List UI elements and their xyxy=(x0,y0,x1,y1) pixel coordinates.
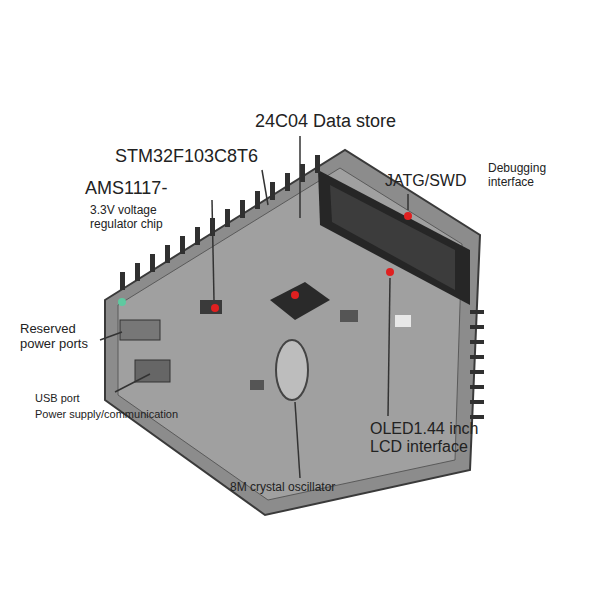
component xyxy=(395,315,411,327)
leader-line xyxy=(295,402,300,478)
callout-label: JATG/SWD xyxy=(385,172,495,190)
leader-line xyxy=(299,136,301,218)
jtag-pins xyxy=(330,185,455,290)
leader-line xyxy=(388,278,390,416)
component xyxy=(340,310,358,322)
leader-line xyxy=(100,332,122,340)
callout-label: STM32F103C8T6 xyxy=(115,146,305,167)
jtag-connector xyxy=(318,170,470,305)
regulator xyxy=(200,300,222,314)
pcb xyxy=(105,150,480,515)
leader-line xyxy=(262,170,268,205)
callout-label: 3.3V voltage regulator chip xyxy=(90,204,190,232)
power-ports xyxy=(120,320,160,340)
marker-dot xyxy=(211,304,219,312)
marker-dot xyxy=(386,268,394,276)
callout-label: Power supply/communication xyxy=(35,408,215,421)
leader-line xyxy=(407,194,409,210)
callout-label: Debugging interface xyxy=(488,162,583,190)
board xyxy=(105,150,484,515)
marker-dot xyxy=(291,291,299,299)
leader-line xyxy=(115,374,150,392)
callout-label: AMS1117- xyxy=(85,178,225,199)
callout-label: USB port xyxy=(35,392,125,405)
marker-dot xyxy=(404,212,412,220)
component xyxy=(250,380,264,390)
callout-label: OLED1.44 inch LCD interface xyxy=(370,420,510,457)
leader-line xyxy=(212,200,214,300)
callout-label: 24C04 Data store xyxy=(255,111,455,132)
mcu-chip xyxy=(270,282,330,320)
marker-dot xyxy=(118,298,126,306)
callout-label: Reserved power ports xyxy=(20,322,100,352)
header-pins xyxy=(120,155,484,419)
callout-label: 8M crystal oscillator xyxy=(230,481,410,495)
crystal xyxy=(276,340,308,400)
